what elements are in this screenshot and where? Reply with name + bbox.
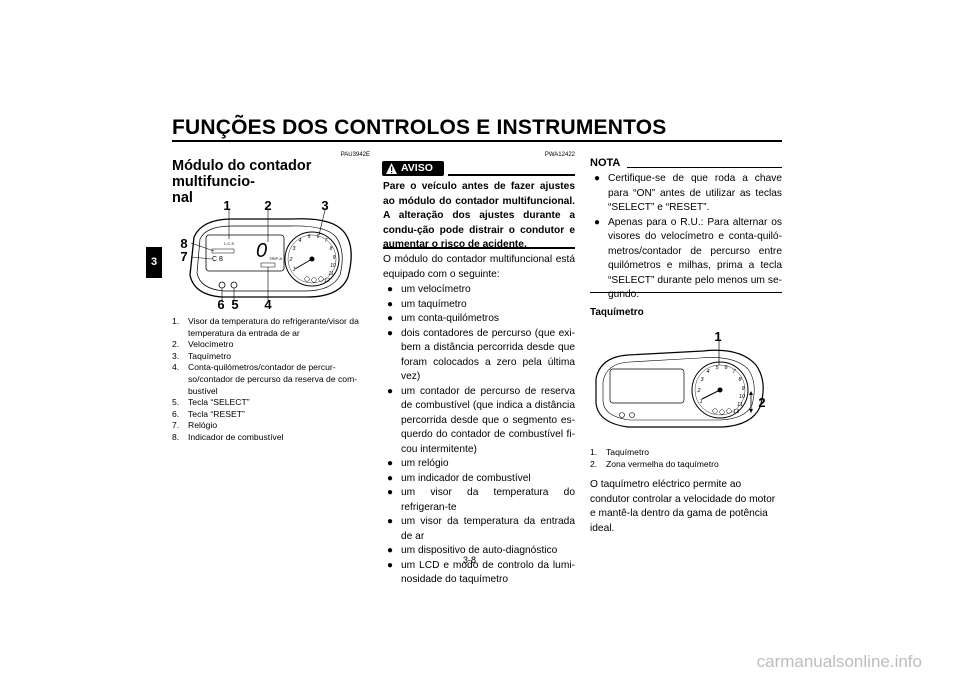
warning-text: Pare o veículo antes de fazer ajustes ao… xyxy=(383,181,575,250)
svg-text:2: 2 xyxy=(289,257,293,263)
svg-text:6: 6 xyxy=(724,365,728,371)
figure-callout: 3 xyxy=(321,198,328,213)
svg-text:12: 12 xyxy=(324,278,330,284)
svg-text:10: 10 xyxy=(330,263,336,269)
svg-text:L.C.S: L.C.S xyxy=(224,241,234,246)
feature-list: um velocímetro um taquímetro um conta-qu… xyxy=(383,283,575,588)
note-list: Certifique-se de que roda a chave para “… xyxy=(590,172,782,303)
warning-code: PWA12422 xyxy=(544,152,575,158)
caption-item: 1.Visor da temperatura do refrigerante/v… xyxy=(172,316,359,338)
svg-text:9: 9 xyxy=(333,255,336,261)
figure-callout: 5 xyxy=(231,297,238,312)
note-banner: NOTA xyxy=(590,157,782,171)
figure-callout: 2 xyxy=(264,198,271,213)
figure-callout: 4 xyxy=(264,297,272,312)
svg-text:4: 4 xyxy=(706,369,709,375)
list-item: dois contadores de percurso (que exi-bem… xyxy=(383,327,575,385)
svg-text:8: 8 xyxy=(330,246,333,252)
list-item: um indicador de combustível xyxy=(383,472,575,487)
figure-callout: 2 xyxy=(758,395,765,410)
section-code: PAU3942E xyxy=(340,152,370,158)
svg-text:5: 5 xyxy=(308,234,311,240)
svg-text:9: 9 xyxy=(741,386,744,392)
svg-text:0: 0 xyxy=(256,240,267,262)
warning-banner: AVISO xyxy=(382,161,575,179)
caption-item: 5.Tecla “SELECT” xyxy=(172,397,250,408)
svg-text:8: 8 xyxy=(738,377,742,383)
list-item: um LCD e modo de controlo da lumi-nosida… xyxy=(383,559,575,588)
page-header-title: FUNÇÕES DOS CONTROLOS E INSTRUMENTOS xyxy=(172,116,667,139)
note-item: Certifique-se de que roda a chave para “… xyxy=(590,172,782,216)
figure-callout: 1 xyxy=(223,198,230,213)
figure-callout: 7 xyxy=(180,249,187,264)
list-item: um visor da temperatura da entrada de ar xyxy=(383,515,575,544)
figure-caption-list: 1.Visor da temperatura do refrigerante/v… xyxy=(172,316,372,444)
svg-text:7: 7 xyxy=(325,238,328,244)
list-item: um visor da temperatura do refrigeran-te xyxy=(383,486,575,515)
figure-callout: 8 xyxy=(180,236,187,251)
note-bottom-rule xyxy=(590,292,782,293)
intro-paragraph: O módulo do contador multifuncional está… xyxy=(383,254,575,280)
chapter-tab: 3 xyxy=(146,247,162,278)
caption-item: 1.Taquímetro xyxy=(590,447,649,457)
list-item: um dispositivo de auto-diagnóstico xyxy=(383,544,575,559)
caption-item: 8.Indicador de combustível xyxy=(172,431,284,442)
page-number: 3-8 xyxy=(463,555,477,565)
caption-item: 2.Velocímetro xyxy=(172,339,234,350)
header-rule xyxy=(172,140,782,142)
svg-text:11: 11 xyxy=(737,402,743,408)
list-item: um taquímetro xyxy=(383,298,575,313)
svg-text:3: 3 xyxy=(700,377,704,383)
subsection-heading: Taquímetro xyxy=(590,307,644,318)
svg-text:13: 13 xyxy=(733,409,740,415)
svg-text:TRIP-A: TRIP-A xyxy=(269,256,282,261)
caption-item: 4.Conta-quilómetros/contador de percur-s… xyxy=(172,362,358,396)
svg-text:5: 5 xyxy=(715,365,719,371)
svg-text:3: 3 xyxy=(293,246,296,252)
warning-label: AVISO xyxy=(401,162,433,174)
note-item: Apenas para o R.U.: Para alternar os vis… xyxy=(590,216,782,303)
svg-text:10: 10 xyxy=(739,394,746,400)
warning-triangle-icon xyxy=(386,163,397,174)
svg-text:7: 7 xyxy=(732,369,736,375)
svg-text:4: 4 xyxy=(299,238,302,244)
section-heading: Módulo do contador multifuncio- nal xyxy=(172,158,312,206)
list-item: um conta-quilómetros xyxy=(383,312,575,327)
caption-item: 3.Taquímetro xyxy=(172,350,231,361)
note-label: NOTA xyxy=(590,157,621,169)
svg-text:1: 1 xyxy=(699,399,702,405)
figure-callout: 1 xyxy=(714,329,721,344)
tachometer-paragraph: O taquímetro eléctrico permite ao condut… xyxy=(590,479,776,534)
svg-text:6: 6 xyxy=(317,234,320,240)
caption-item: 6.Tecla “RESET” xyxy=(172,408,245,419)
figure-callout: 6 xyxy=(217,297,224,312)
svg-text:C 8: C 8 xyxy=(212,256,223,263)
watermark-text: carmanualsonline.info xyxy=(756,652,922,671)
svg-text:11: 11 xyxy=(328,271,333,277)
svg-text:1: 1 xyxy=(293,267,296,273)
list-item: um contador de percurso de reserva de co… xyxy=(383,385,575,458)
tachometer-caption-list: 1.Taquímetro 2.Zona vermelha do taquímet… xyxy=(590,447,782,470)
warning-bottom-rule xyxy=(383,247,575,249)
caption-item: 2.Zona vermelha do taquímetro xyxy=(590,458,719,469)
caption-item: 7.Relógio xyxy=(172,420,218,431)
list-item: um relógio xyxy=(383,457,575,472)
svg-text:2: 2 xyxy=(696,388,700,394)
list-item: um velocímetro xyxy=(383,283,575,298)
